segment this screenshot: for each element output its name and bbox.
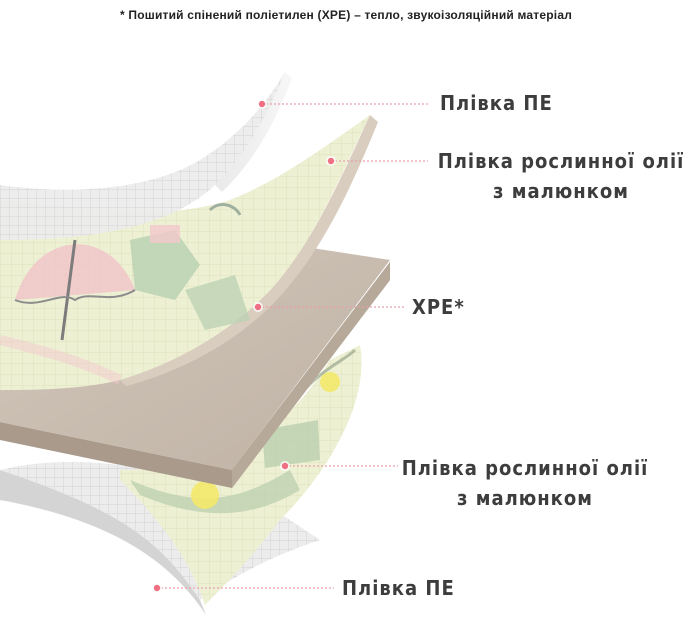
label-pe-bottom: Плівка ПЕ (342, 573, 455, 603)
label-line: Плівка рослинної олії (437, 149, 685, 173)
label-line: Плівка ПЕ (342, 576, 455, 600)
label-oil-top: Плівка рослинної олії з малюнком (436, 146, 686, 206)
label-pe-top: Плівка ПЕ (440, 88, 553, 118)
leader-oil-bottom (280, 461, 398, 471)
label-line: XPE* (412, 295, 465, 319)
pe-film-top (0, 72, 285, 240)
pe-film-bottom (0, 470, 206, 615)
label-line: з малюнком (493, 179, 629, 203)
footnote: * Пошитий спінений поліетилен (ХРЕ) – те… (119, 8, 573, 22)
label-line: Плівка ПЕ (440, 91, 553, 115)
leader-pe-bottom (152, 583, 334, 593)
leader-pe-top (257, 99, 430, 109)
label-line: Плівка рослинної олії (401, 456, 649, 480)
label-oil-bottom: Плівка рослинної олії з малюнком (400, 453, 650, 513)
leader-oil-top (326, 156, 428, 166)
leader-xpe (253, 302, 404, 312)
label-line: з малюнком (457, 486, 593, 510)
label-xpe: XPE* (412, 292, 465, 322)
